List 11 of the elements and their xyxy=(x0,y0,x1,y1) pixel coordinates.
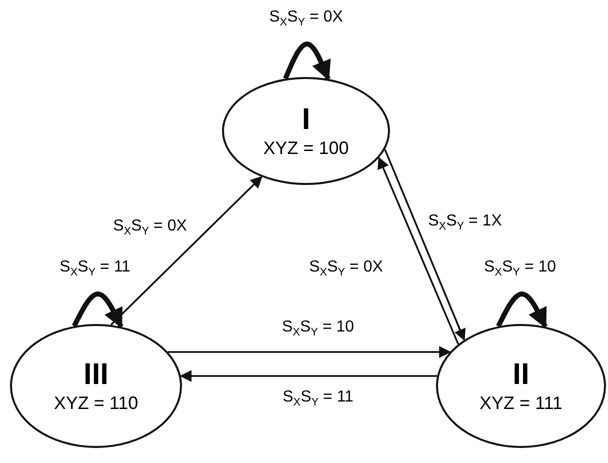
arrow xyxy=(168,346,452,358)
arrow xyxy=(110,176,262,326)
arrow xyxy=(384,149,466,341)
state-name: III xyxy=(83,358,108,392)
state-output: XYZ = 111 xyxy=(480,392,562,414)
state-name: II xyxy=(512,358,530,392)
arrow xyxy=(378,156,460,345)
arrow xyxy=(180,370,438,382)
state-name: I xyxy=(302,103,310,137)
state-output: XYZ = 110 xyxy=(54,392,138,414)
state-output: XYZ = 100 xyxy=(263,137,349,159)
